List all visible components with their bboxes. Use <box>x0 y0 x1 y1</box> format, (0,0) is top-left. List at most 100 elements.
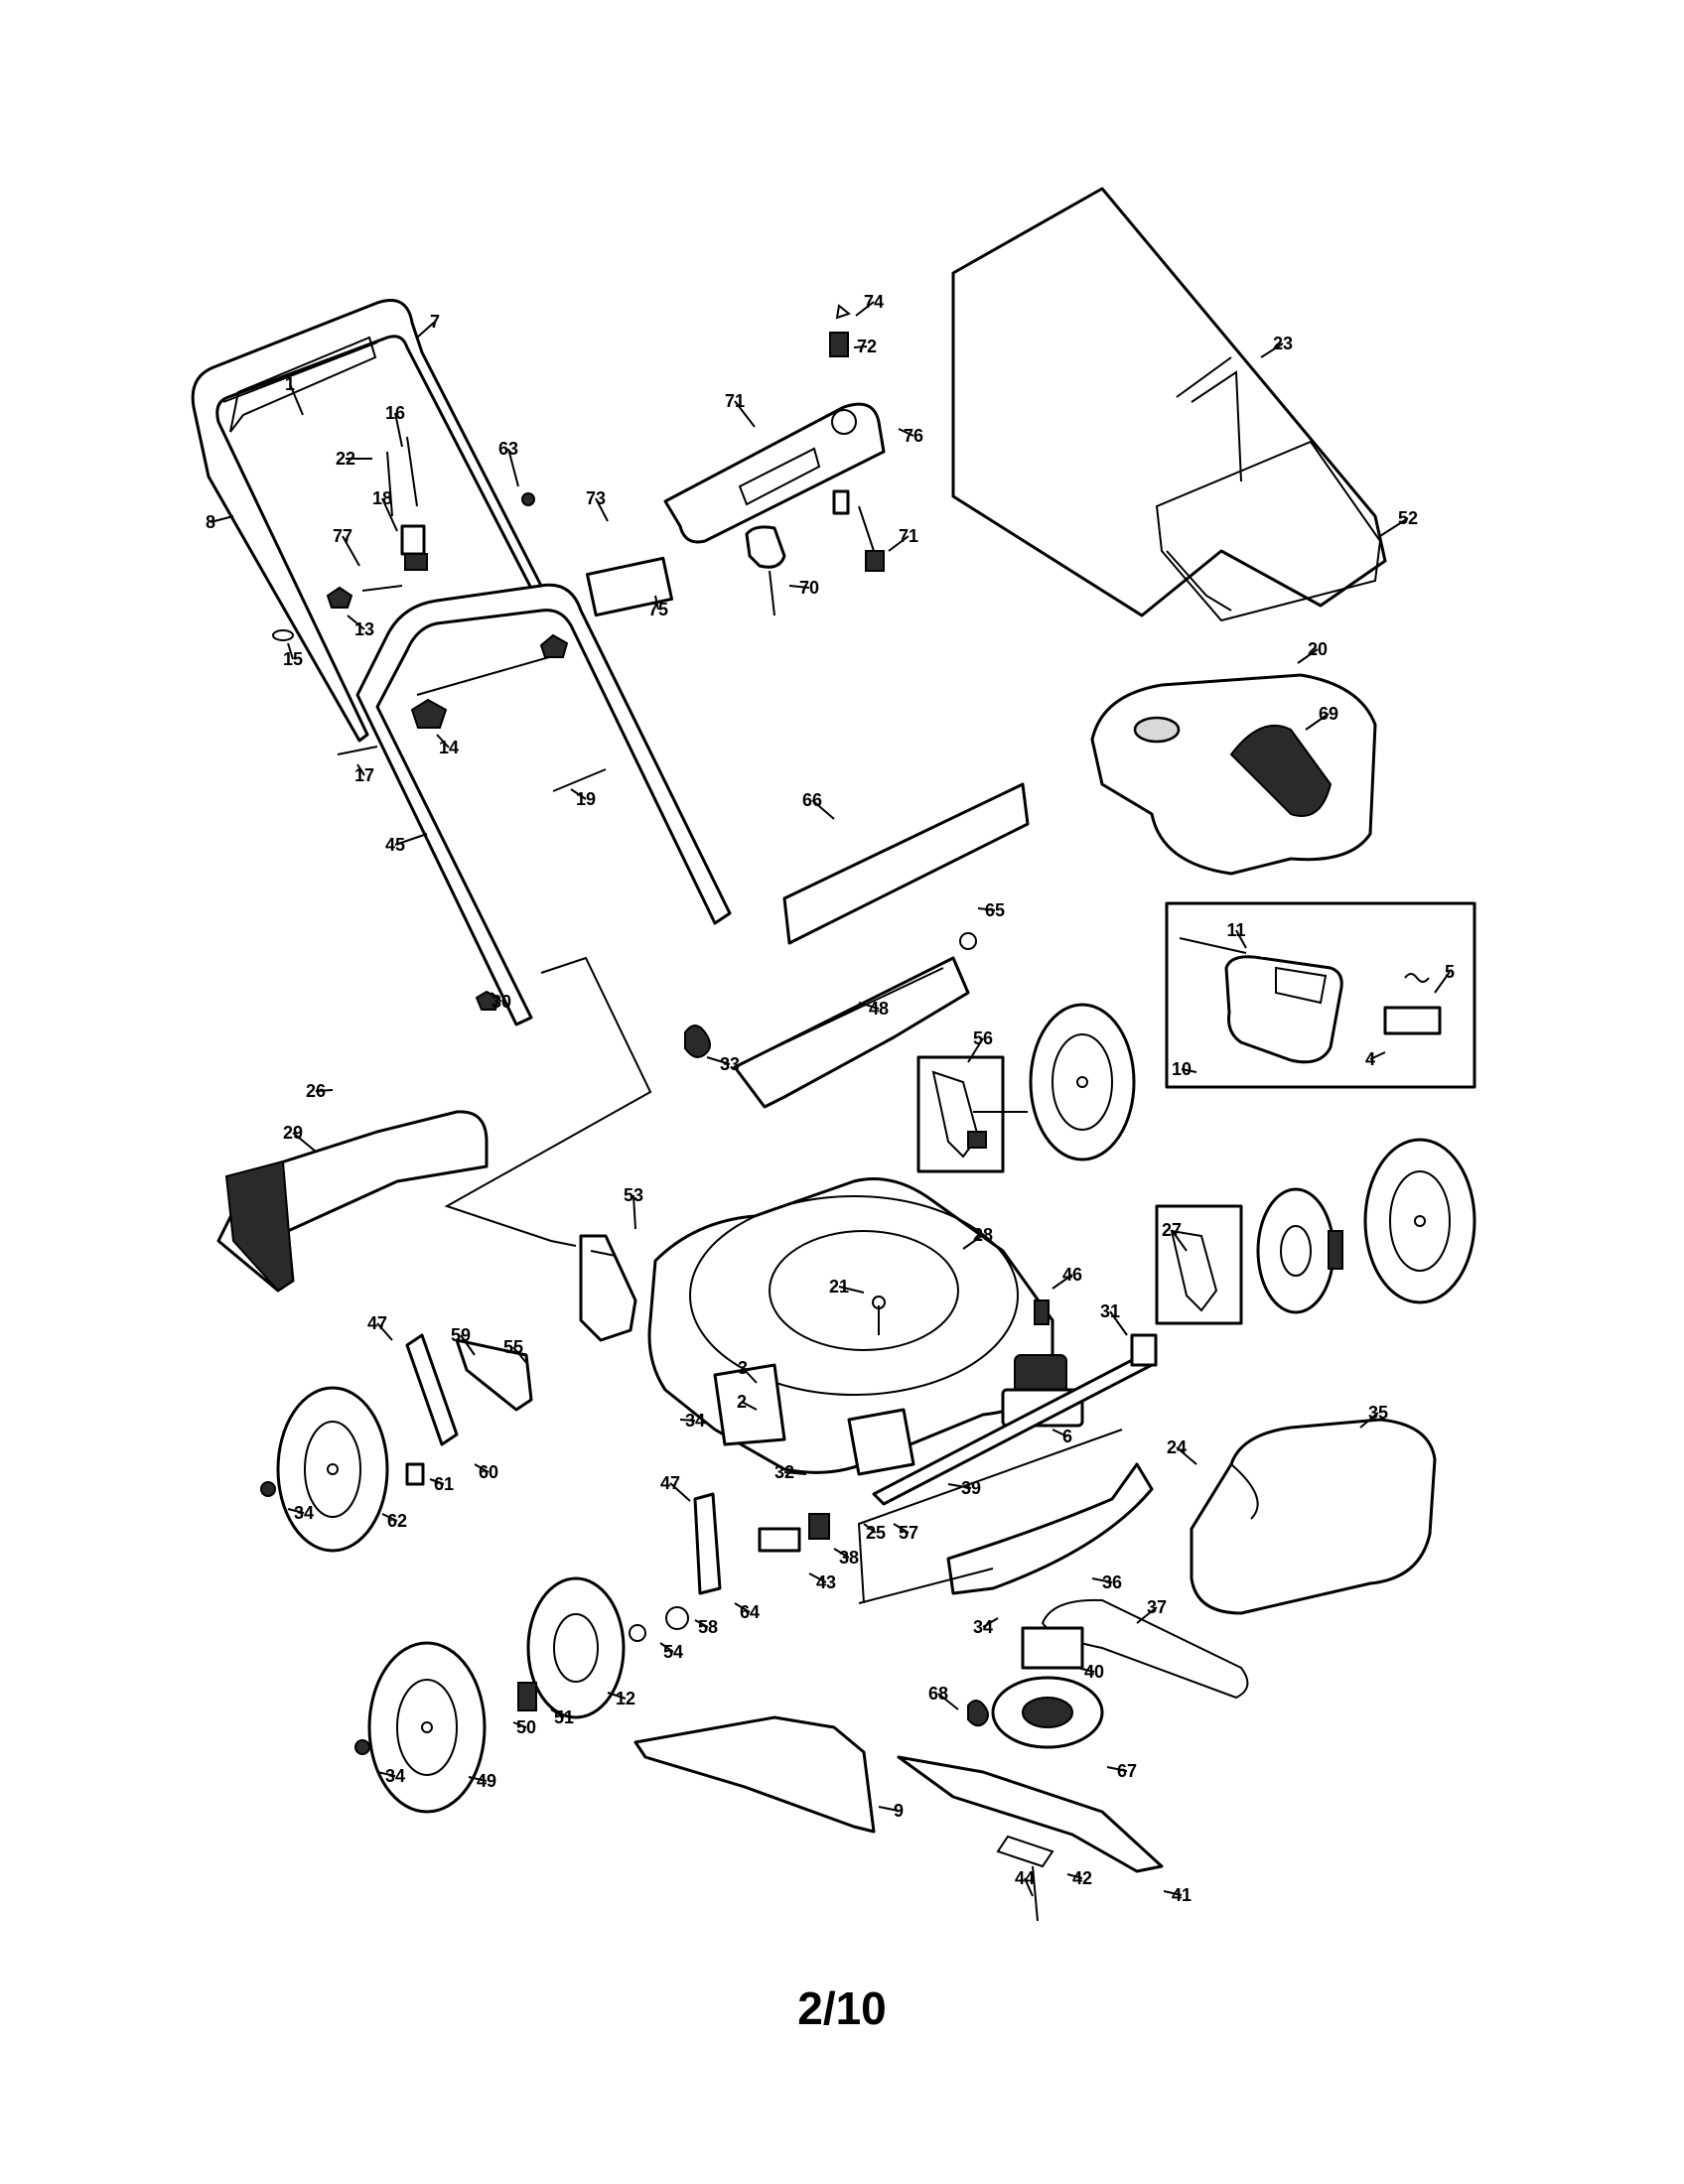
part-callout-33: 33 <box>720 1054 740 1074</box>
callout-leader <box>694 1619 709 1628</box>
part-callout-31: 31 <box>1100 1301 1120 1321</box>
rear-deflector <box>733 782 1030 1109</box>
part-callout-45: 45 <box>385 835 405 855</box>
part-callout-14: 14 <box>439 738 459 757</box>
callout-leader <box>289 383 304 416</box>
callout-leader <box>878 1806 900 1812</box>
part-callout-32: 32 <box>774 1462 794 1482</box>
callout-leader <box>468 1776 488 1782</box>
part-callout-28: 28 <box>973 1225 993 1245</box>
part-callout-12: 12 <box>616 1689 635 1708</box>
part-callout-51: 51 <box>554 1707 574 1727</box>
part-callout-34: 34 <box>385 1766 405 1786</box>
callout-leader <box>734 1602 751 1613</box>
part-callout-57: 57 <box>899 1523 918 1543</box>
control-box <box>585 304 886 617</box>
part-callout-59: 59 <box>451 1325 471 1345</box>
rear-skirt <box>1190 1418 1437 1615</box>
part-callout-63: 63 <box>498 439 518 459</box>
part-callout-40: 40 <box>1084 1662 1104 1682</box>
part-callout-35: 35 <box>1368 1403 1388 1423</box>
callout-leader <box>888 535 910 552</box>
callout-leader <box>833 1548 850 1559</box>
part-callout-9: 9 <box>894 1801 904 1821</box>
callout-leader <box>436 734 450 749</box>
part-callout-16: 16 <box>385 403 405 423</box>
callout-leader <box>429 1478 445 1485</box>
part-callout-76: 76 <box>904 426 923 446</box>
grass-bag <box>951 187 1387 622</box>
part-callout-27: 27 <box>1162 1220 1182 1240</box>
part-callout-55: 55 <box>503 1337 523 1357</box>
part-callout-62: 62 <box>387 1511 407 1531</box>
callout-leader <box>863 1523 877 1534</box>
part-callout-18: 18 <box>372 488 392 508</box>
torsion-spring <box>684 1024 711 1058</box>
part-callout-30: 30 <box>491 992 511 1012</box>
mulch-plug <box>633 1715 876 1834</box>
callout-leader <box>947 1483 972 1489</box>
callout-leader <box>1359 1412 1379 1429</box>
part-callout-24: 24 <box>1167 1437 1187 1457</box>
part-callout-71: 71 <box>899 526 918 546</box>
callout-leader <box>706 1056 731 1065</box>
mower-deck <box>647 1177 1054 1476</box>
part-callout-37: 37 <box>1147 1597 1167 1617</box>
callout-leader <box>347 614 365 630</box>
callout-leader <box>1235 929 1247 949</box>
part-callout-4: 4 <box>1365 1049 1375 1069</box>
part-callout-47: 47 <box>660 1473 680 1493</box>
part-callout-36: 36 <box>1102 1572 1122 1592</box>
part-callout-50: 50 <box>516 1717 536 1737</box>
callout-leader <box>474 1463 490 1473</box>
rear-wheel-upper <box>1029 1003 1136 1161</box>
callout-leader <box>512 1346 529 1366</box>
callout-leader <box>460 1334 476 1356</box>
part-callout-19: 19 <box>576 789 596 809</box>
callout-leader <box>838 1286 865 1294</box>
callout-leader <box>1066 1873 1083 1879</box>
part-callout-43: 43 <box>816 1572 836 1592</box>
front-height-bracket <box>579 1234 637 1342</box>
callout-leader <box>550 1708 565 1718</box>
part-callout-6: 6 <box>1062 1427 1072 1446</box>
callout-leader <box>1106 1766 1128 1772</box>
part-callout-70: 70 <box>799 578 819 598</box>
callout-leader <box>381 497 398 532</box>
callout-leader <box>570 788 587 800</box>
part-callout-53: 53 <box>624 1185 643 1205</box>
part-callout-77: 77 <box>333 526 352 546</box>
part-callout-21: 21 <box>829 1277 849 1297</box>
mower-blade <box>897 1755 1164 1922</box>
callout-leader <box>1076 1667 1095 1673</box>
part-callout-7: 7 <box>430 312 440 332</box>
callout-leader <box>893 1523 910 1534</box>
callout-leader <box>742 1367 758 1384</box>
front-wheel-lower <box>354 1492 830 1814</box>
part-callout-1: 1 <box>285 374 295 394</box>
callout-leader <box>1434 971 1451 994</box>
callout-leader <box>595 497 609 522</box>
part-callout-25: 25 <box>866 1523 886 1543</box>
baffle <box>946 1462 1154 1595</box>
drive-wheel-right <box>1155 1138 1476 1325</box>
page-number: 2/10 <box>797 1982 887 2034</box>
callout-leader <box>1024 1877 1034 1897</box>
callout-leader <box>679 1419 696 1422</box>
callout-leader <box>1379 517 1409 537</box>
part-callout-60: 60 <box>479 1462 498 1482</box>
part-callout-20: 20 <box>1308 639 1328 659</box>
part-callout-34: 34 <box>685 1411 705 1431</box>
callout-leader <box>734 400 756 428</box>
lower-handle <box>355 583 732 1026</box>
part-callout-46: 46 <box>1062 1265 1082 1285</box>
callout-leader <box>632 1194 636 1230</box>
callout-leader <box>853 345 868 348</box>
part-callout-17: 17 <box>354 765 374 785</box>
callout-leader <box>783 1471 807 1475</box>
callout-leader <box>394 412 403 448</box>
part-callout-47: 47 <box>367 1313 387 1333</box>
callout-leader <box>1297 648 1319 664</box>
